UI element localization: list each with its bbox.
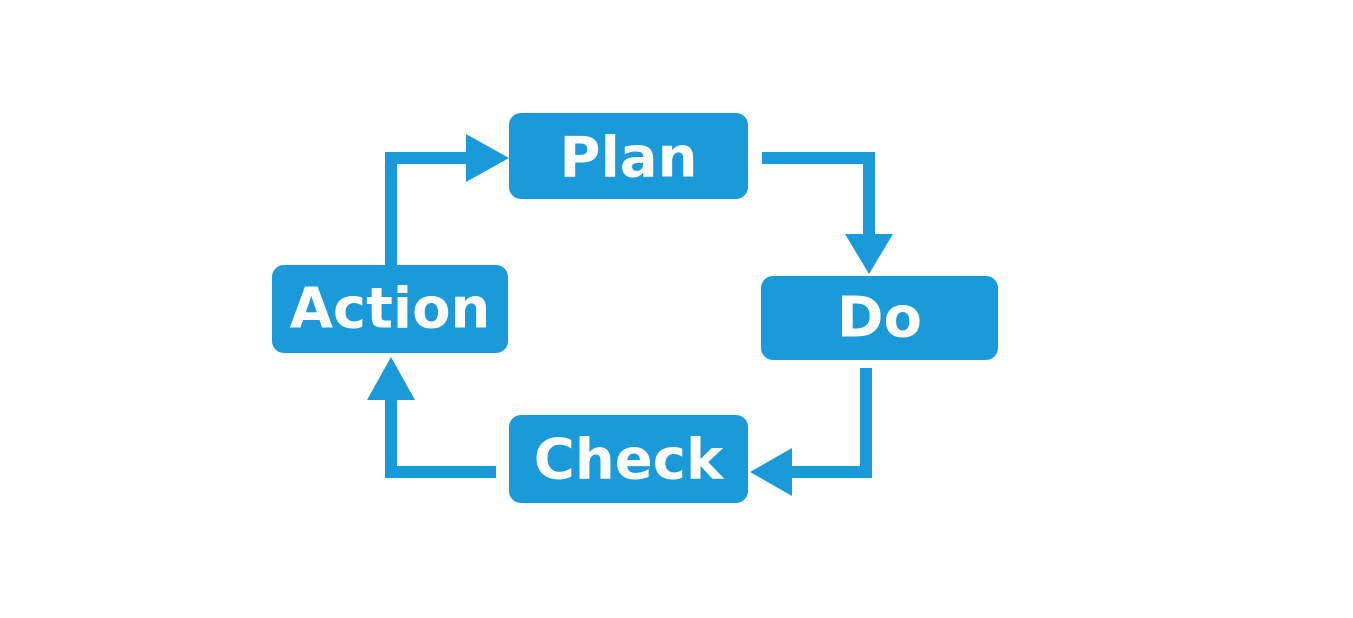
arrow-action-to-plan xyxy=(385,152,470,266)
arrowhead-check-to-action xyxy=(367,357,415,400)
step-action: Action xyxy=(272,265,508,353)
step-do: Do xyxy=(761,276,998,360)
step-check-label: Check xyxy=(534,428,725,493)
connectors xyxy=(367,134,893,496)
arrow-do-to-check xyxy=(786,368,872,478)
arrowhead-do-to-check xyxy=(750,448,792,496)
step-action-label: Action xyxy=(290,277,491,342)
arrow-check-to-action xyxy=(385,396,496,478)
step-plan: Plan xyxy=(509,113,748,199)
step-check: Check xyxy=(509,415,748,503)
arrowhead-action-to-plan xyxy=(466,134,509,182)
arrowhead-plan-to-do xyxy=(845,234,893,274)
step-do-label: Do xyxy=(837,286,922,351)
step-plan-label: Plan xyxy=(560,126,698,191)
arrow-plan-to-do xyxy=(762,152,875,238)
